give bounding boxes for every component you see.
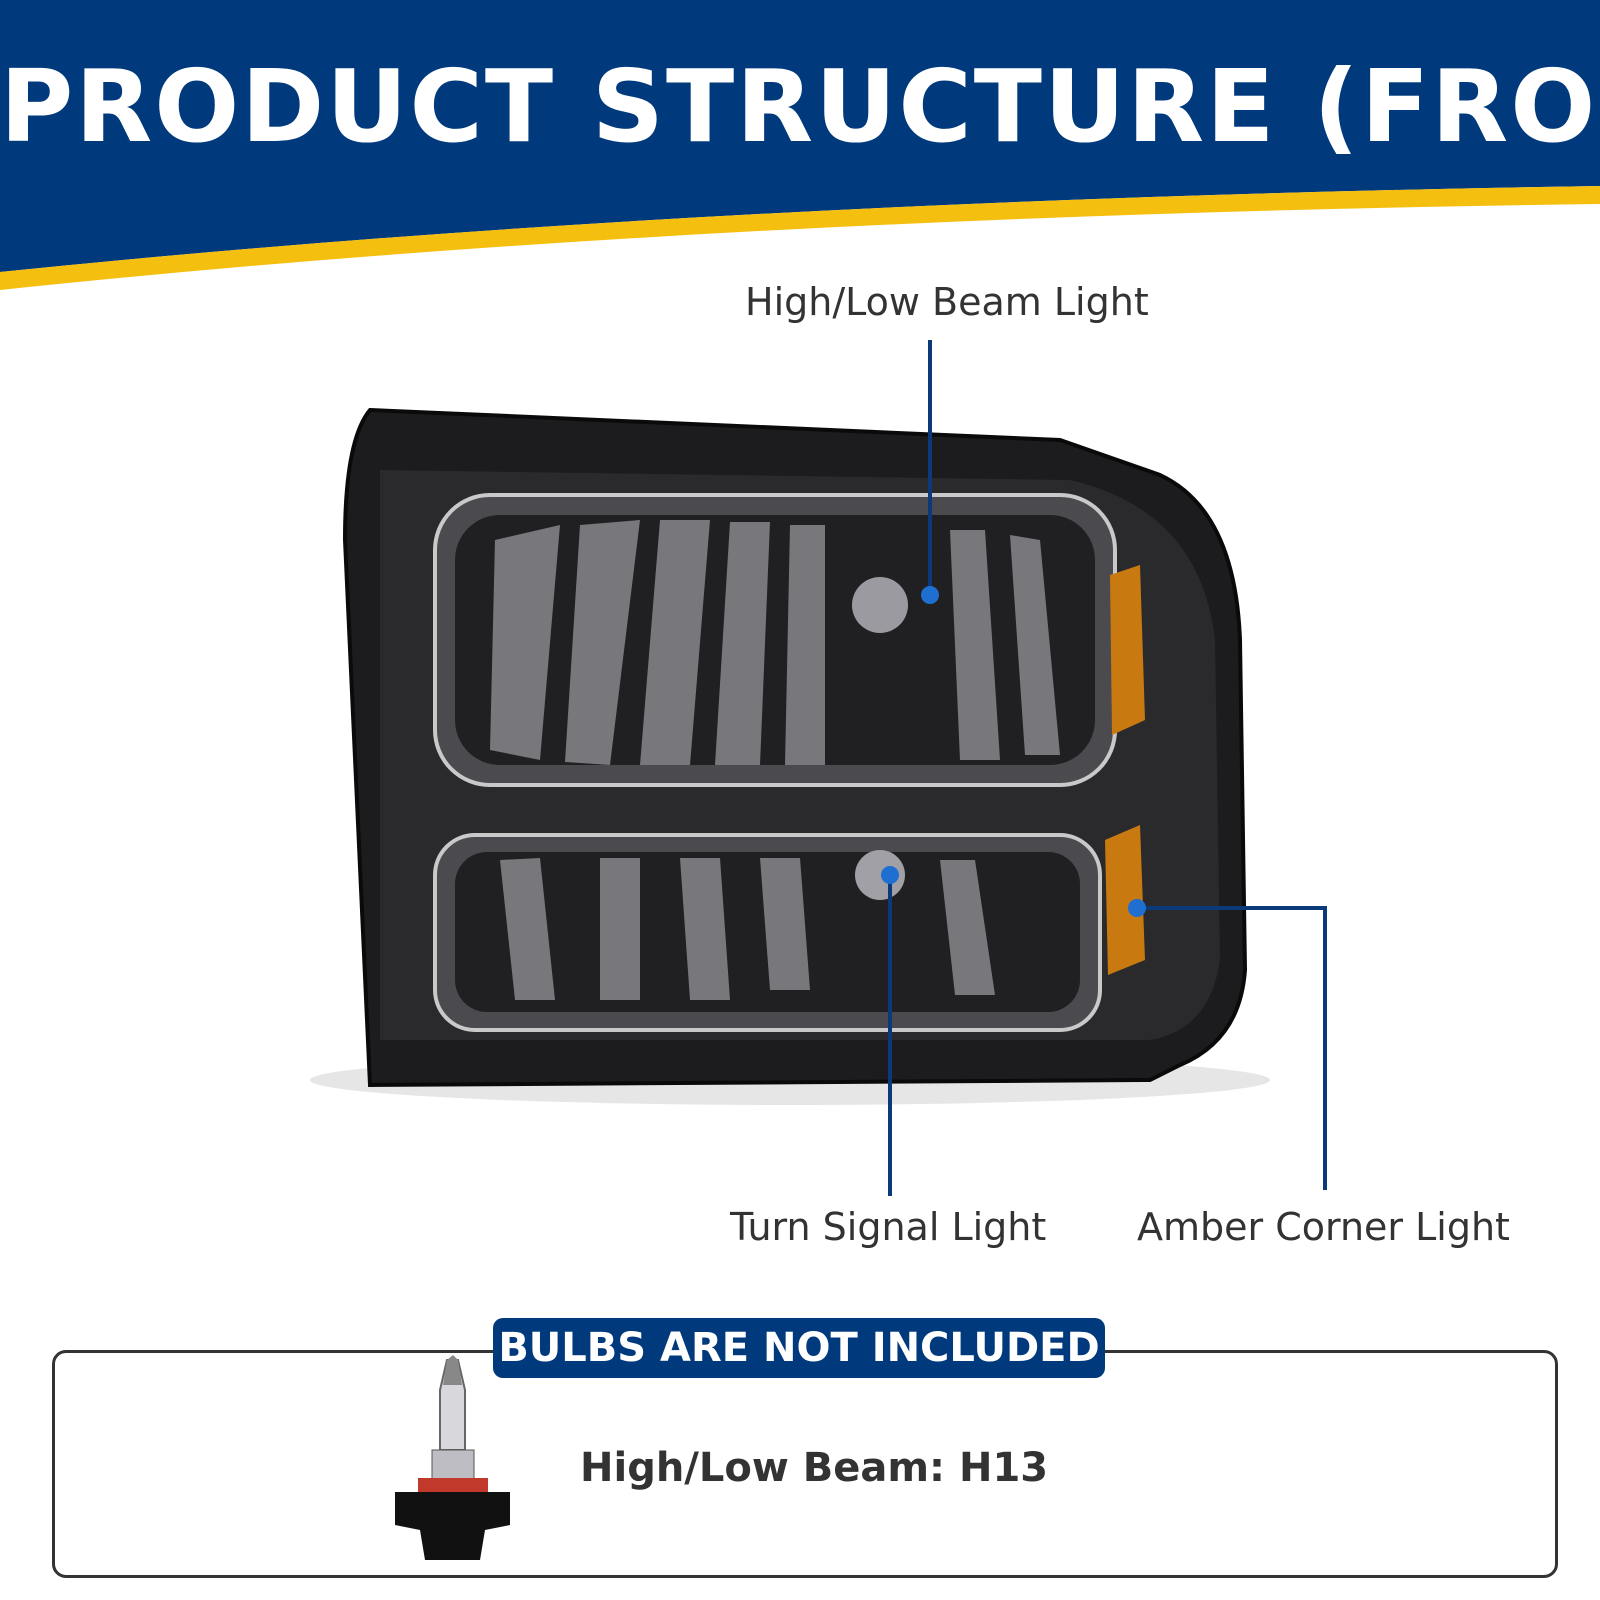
turn-callout-dot — [881, 866, 899, 884]
beam-callout-dot — [921, 586, 939, 604]
h13-bulb-image — [395, 1355, 510, 1560]
yellow-accent-stripe — [0, 186, 1600, 290]
header-banner — [0, 0, 1600, 272]
amber-corner-label: Amber Corner Light — [1137, 1205, 1510, 1249]
bulb-spec: High/Low Beam: H13 — [580, 1445, 1049, 1491]
turn-signal-label: Turn Signal Light — [730, 1205, 1047, 1249]
bulbs-not-included-badge: BULBS ARE NOT INCLUDED — [493, 1318, 1105, 1378]
high-low-beam-label: High/Low Beam Light — [745, 280, 1149, 324]
page-title: PRODUCT STRUCTURE (FRONT) — [0, 48, 1600, 165]
headlight-image — [310, 407, 1270, 1105]
callout-lines — [888, 340, 1327, 1196]
amber-callout-dot — [1128, 899, 1146, 917]
amber-callout-line — [1137, 906, 1327, 1190]
